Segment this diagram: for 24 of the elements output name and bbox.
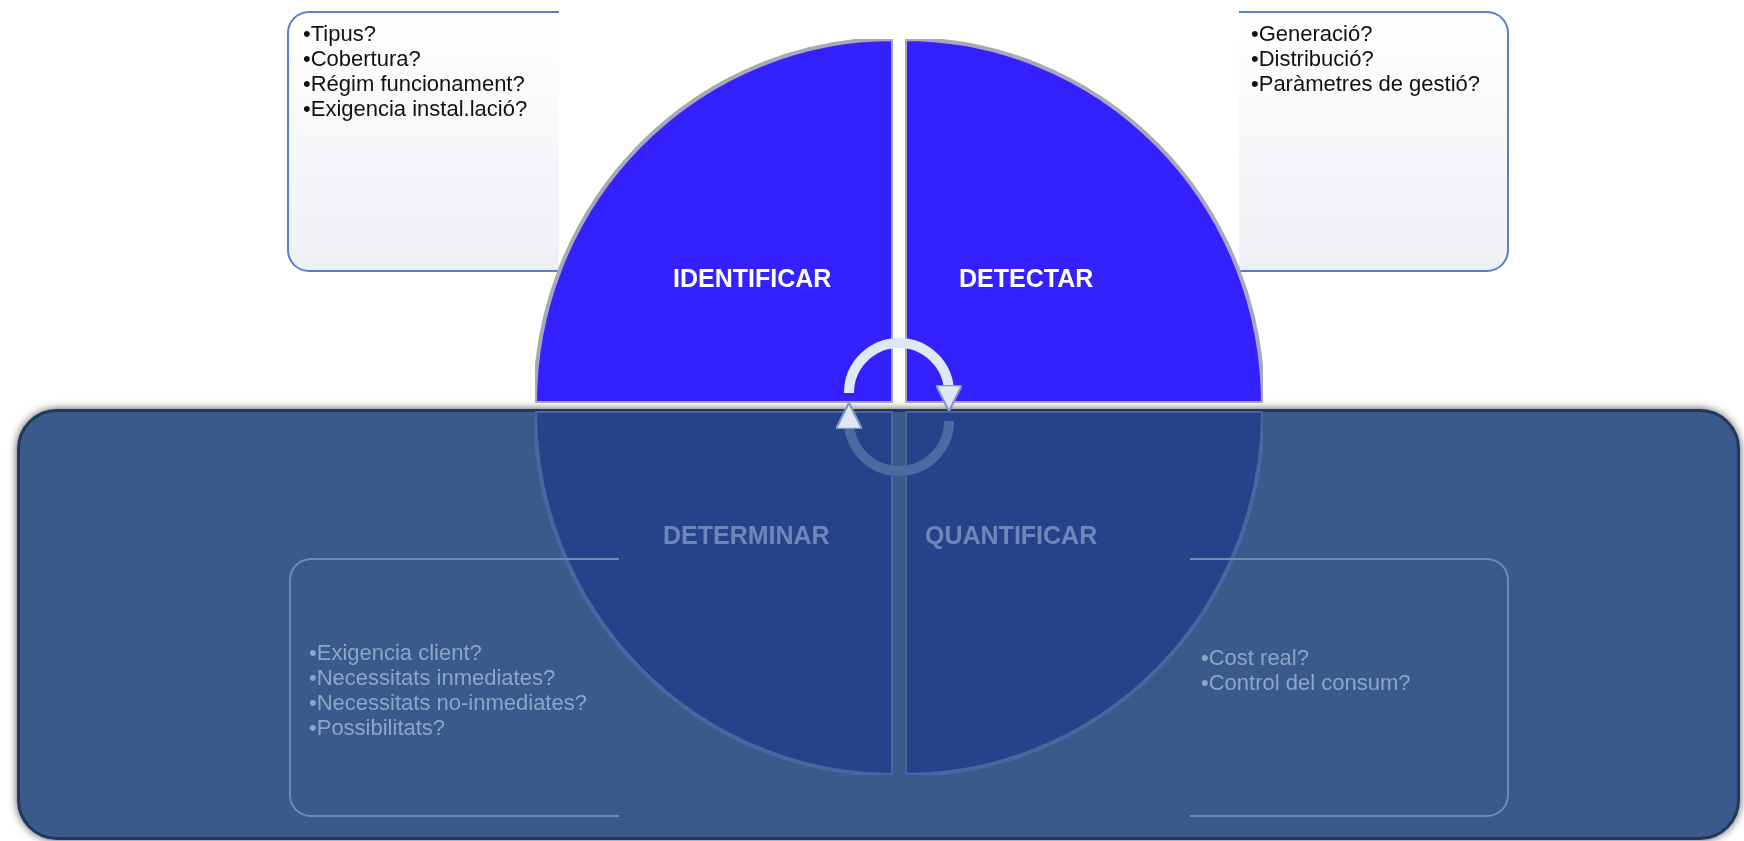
question-item: •Exigencia instal.lació?	[303, 96, 528, 121]
question-item: •Régim funcionament?	[303, 71, 525, 96]
question-item: •Cobertura?	[303, 46, 421, 71]
question-item: •Control del consum?	[1201, 670, 1411, 695]
question-item: •Necessitats no-inmediates?	[309, 690, 587, 715]
question-item: •Necessitats inmediates?	[309, 665, 556, 690]
cycle-arrow	[835, 401, 954, 476]
cycle-arrow	[844, 338, 963, 413]
segment-label: IDENTIFICAR	[673, 264, 832, 293]
question-item: •Tipus?	[303, 21, 376, 46]
question-box	[287, 11, 559, 272]
segment-label: DETERMINAR	[663, 521, 830, 550]
question-item: •Possibilitats?	[309, 715, 446, 740]
question-box	[289, 558, 619, 817]
segment-label: DETECTAR	[959, 264, 1094, 293]
question-item: •Exigencia client?	[309, 640, 482, 665]
question-item: •Distribució?	[1251, 46, 1374, 71]
question-box	[1239, 11, 1509, 272]
question-box	[1190, 558, 1509, 817]
question-item: •Generació?	[1251, 21, 1373, 46]
segment-label: QUANTIFICAR	[925, 521, 1098, 550]
question-item: •Paràmetres de gestió?	[1251, 71, 1481, 96]
quadrant-segment	[535, 39, 893, 403]
question-item: •Cost real?	[1201, 645, 1309, 670]
